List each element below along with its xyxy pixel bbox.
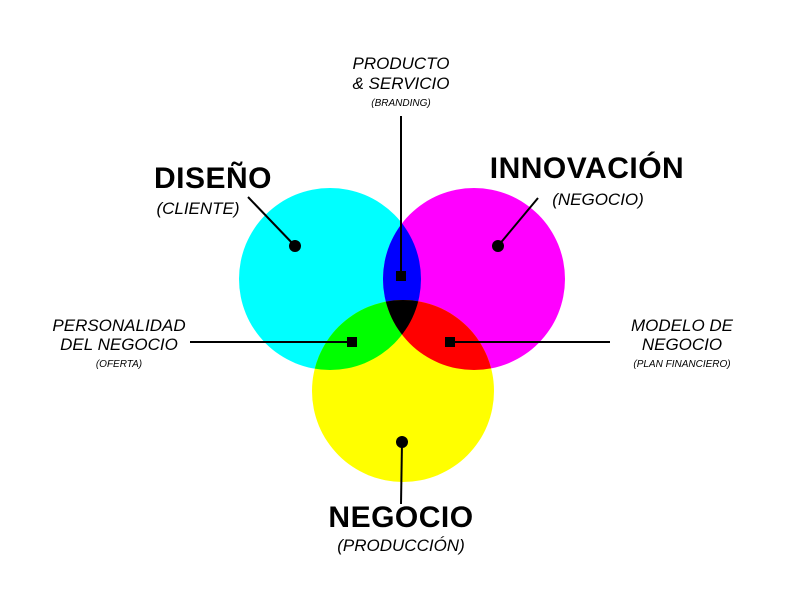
modelo-note: (PLAN FINANCIERO) xyxy=(633,359,731,370)
modelo-label-line1: MODELO DE xyxy=(630,316,734,335)
diseno-connector xyxy=(247,196,296,247)
innovacion-title: INNOVACIÓN xyxy=(489,152,685,185)
diseno-title: DISEÑO xyxy=(153,162,273,195)
modelo-square xyxy=(445,337,455,347)
innovacion-dot xyxy=(492,240,504,252)
modelo-label-line2: NEGOCIO xyxy=(641,335,723,354)
negocio-title: NEGOCIO xyxy=(328,501,474,534)
personalidad-square xyxy=(347,337,357,347)
personalidad-label-line2: DEL NEGOCIO xyxy=(60,335,178,354)
negocio-connector xyxy=(400,441,403,505)
personalidad-label-line1: PERSONALIDAD xyxy=(52,316,186,335)
producto-note: (BRANDING) xyxy=(371,98,431,109)
negocio-dot xyxy=(396,436,408,448)
diseno-subtitle: (CLIENTE) xyxy=(156,199,240,218)
innovacion-subtitle: (NEGOCIO) xyxy=(552,190,644,209)
producto-label-line2: & SERVICIO xyxy=(352,74,450,93)
negocio-subtitle: (PRODUCCIÓN) xyxy=(337,536,465,555)
personalidad-note: (OFERTA) xyxy=(95,359,143,370)
producto-label-line1: PRODUCTO xyxy=(352,54,450,73)
innovacion-connector xyxy=(497,197,539,247)
producto-square xyxy=(396,271,406,281)
diseno-negocio-overlap xyxy=(312,300,421,370)
diseno-dot xyxy=(289,240,301,252)
